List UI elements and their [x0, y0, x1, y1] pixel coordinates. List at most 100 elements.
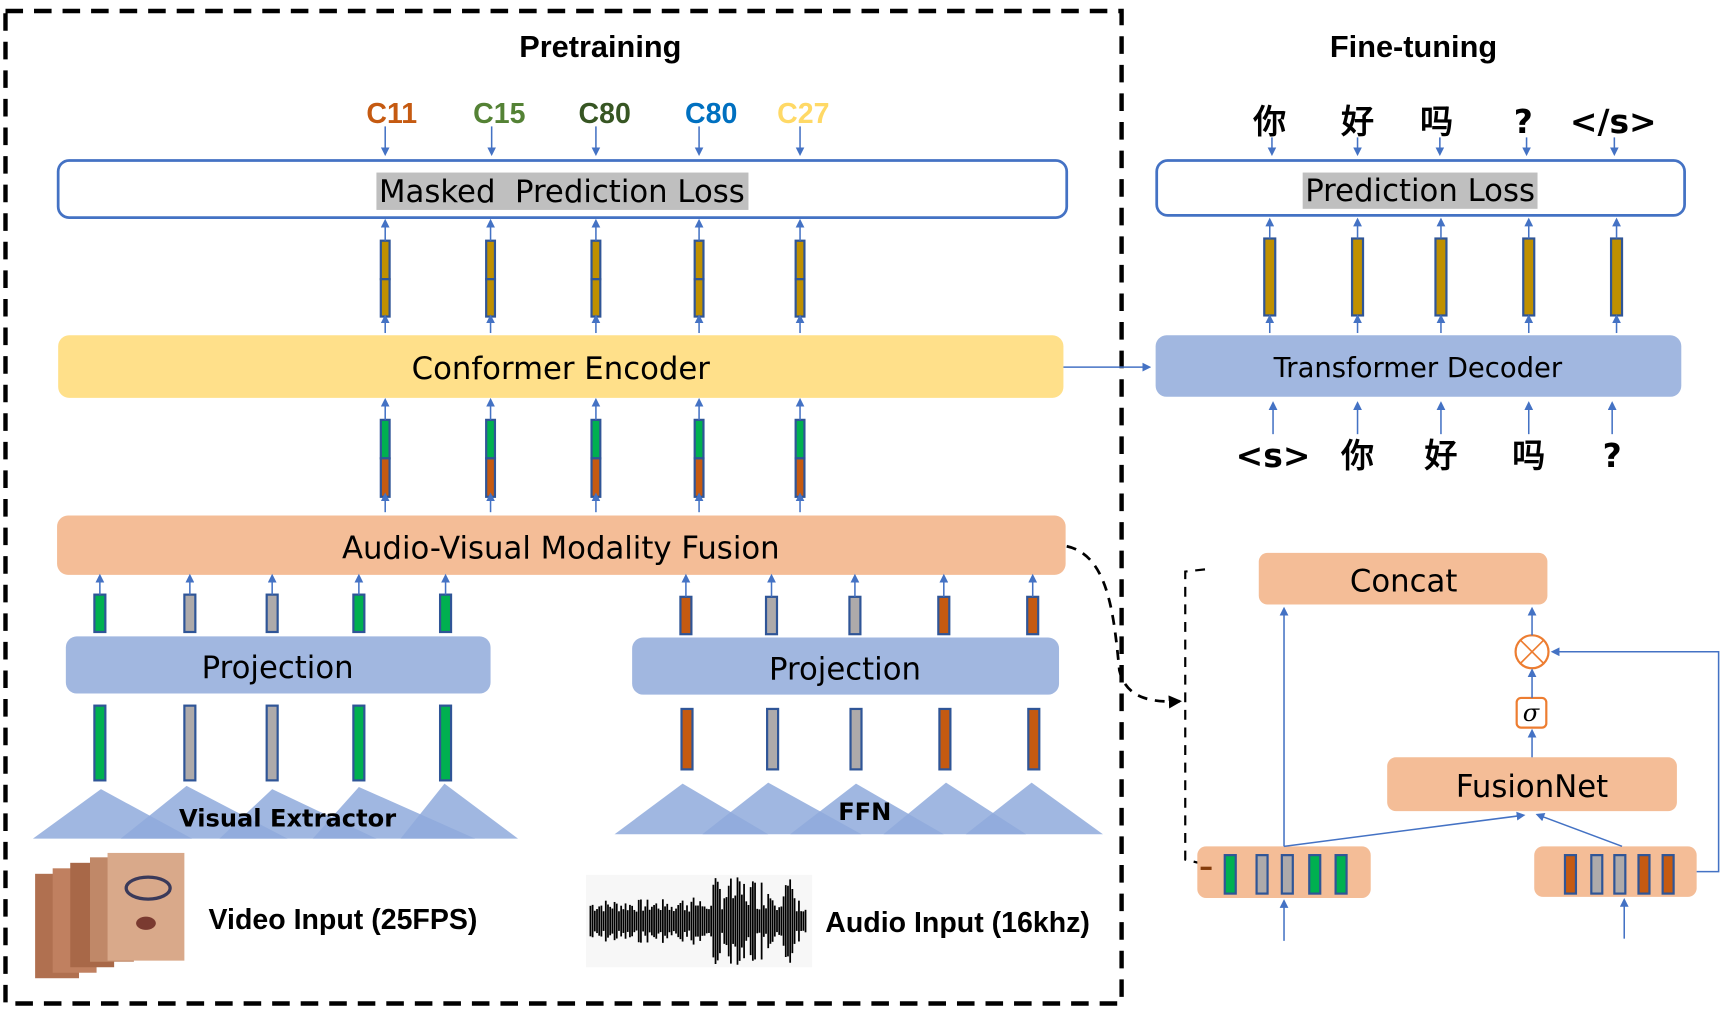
fused-visual-feature — [379, 418, 391, 460]
fused-visual-feature — [693, 418, 705, 460]
extracted-visual-feature — [183, 704, 197, 782]
decoder-output-features — [1263, 217, 1624, 334]
fused-visual-feature — [485, 418, 497, 460]
fusion-detail-bracket — [1184, 568, 1206, 864]
group-audio-feature — [1563, 854, 1578, 895]
extracted-visual-feature — [265, 704, 279, 782]
extracted-visual-feature — [438, 704, 453, 782]
audio-waveform-image — [589, 877, 807, 965]
projected-audio-feature — [764, 595, 779, 636]
decoder-output-feature — [1609, 237, 1624, 317]
pretraining-frame — [3, 8, 1124, 1006]
pretraining-title: Pretraining — [519, 29, 681, 64]
projected-visual-feature — [183, 593, 197, 634]
transformer-decoder-label: Transformer Decoder — [1273, 353, 1563, 384]
encoder-output-feature — [485, 239, 497, 281]
transformer-decoder-box — [1155, 335, 1682, 397]
group-visual-feature — [1334, 854, 1348, 895]
target-code: C15 — [473, 98, 525, 130]
extracted-features — [93, 704, 1041, 782]
prediction-loss-label: Prediction Loss — [1305, 173, 1535, 209]
audio-projection-label: Projection — [769, 651, 921, 687]
encoder-output-feature — [693, 239, 705, 281]
encoder-output-features — [379, 218, 806, 334]
decoder-output-feature — [1434, 237, 1448, 317]
projected-visual-feature — [438, 593, 453, 634]
visual-extractor-label: Visual Extractor — [179, 805, 396, 833]
fused-audio-feature — [794, 457, 806, 498]
fused-visual-feature — [590, 418, 602, 460]
output-token: 好 — [1340, 102, 1374, 141]
extracted-audio-feature — [1027, 707, 1041, 771]
masked-prediction-loss-highlight — [376, 172, 749, 210]
decoder-output-feature — [1263, 237, 1277, 317]
concat-box — [1258, 552, 1548, 605]
encoder-output-feature — [590, 278, 602, 318]
fused-features — [379, 397, 806, 513]
target-code: C11 — [366, 98, 417, 130]
av-fusion-label: Audio-Visual Modality Fusion — [342, 530, 780, 566]
encoder-output-feature — [794, 278, 806, 318]
encoder-output-feature — [794, 239, 806, 281]
extracted-visual-feature — [93, 704, 107, 782]
projected-visual-feature — [265, 593, 279, 634]
ffn-label: FFN — [838, 798, 891, 826]
projected-audio-feature — [937, 595, 951, 636]
encoder-output-feature — [590, 239, 602, 281]
fused-audio-feature — [485, 457, 497, 498]
token-arrows — [1267, 137, 1619, 157]
extracted-visual-feature — [352, 704, 366, 782]
av-fusion-box — [57, 515, 1066, 575]
extracted-audio-feature — [766, 707, 780, 771]
visual-extractor — [32, 783, 518, 839]
fused-audio-feature — [590, 457, 602, 498]
fusionnet-box — [1387, 757, 1677, 812]
target-code: C27 — [777, 98, 829, 130]
extracted-audio-feature — [938, 707, 952, 771]
masked-prediction-loss-label: Masked Prediction Loss — [379, 174, 745, 210]
extracted-audio-feature — [680, 707, 694, 771]
fused-audio-feature — [693, 457, 705, 498]
conformer-encoder-label: Conformer Encoder — [412, 351, 711, 387]
projected-audio-feature — [1026, 595, 1040, 636]
audio-projection-box — [632, 637, 1060, 695]
output-token: 你 — [1252, 102, 1286, 141]
fusion-detail-connector — [1066, 544, 1182, 709]
group-visual-feature — [1308, 854, 1322, 895]
input-token: ? — [1603, 436, 1622, 475]
fused-audio-feature — [379, 457, 391, 498]
fusion-detail-arrows — [1279, 606, 1720, 941]
sigma-symbol: σ — [1523, 699, 1541, 727]
group-audio-feature — [1590, 854, 1604, 895]
visual-group-features — [1223, 854, 1348, 895]
projected-visual-feature — [352, 593, 366, 634]
extracted-audio-feature — [849, 707, 863, 771]
group-visual-feature — [1280, 854, 1294, 895]
audio-waveform-background — [586, 874, 813, 968]
group-visual-feature — [1255, 854, 1269, 895]
output-tokens: 你 好 吗 ? </s> — [1252, 102, 1656, 141]
input-tokens: <s> 你 好 吗 ? — [1236, 436, 1622, 475]
target-codes: C11 C15 C80 C80 C27 — [366, 98, 829, 130]
visual-projection-box — [65, 636, 491, 694]
fused-visual-feature — [794, 418, 806, 460]
decoder-output-feature — [1522, 237, 1536, 317]
video-input-label: Video Input (25FPS) — [209, 904, 478, 936]
input-token: 好 — [1423, 436, 1457, 475]
video-frames-image — [35, 852, 185, 979]
multiply-gate-icon — [1514, 634, 1550, 670]
input-token: 吗 — [1512, 436, 1545, 475]
output-token: ? — [1514, 102, 1533, 141]
conformer-encoder-box — [58, 335, 1064, 398]
code-arrows — [380, 126, 805, 157]
visual-projection-label: Projection — [202, 650, 354, 686]
group-audio-feature — [1613, 854, 1627, 895]
projected-audio-feature — [679, 595, 693, 636]
target-code: C80 — [579, 98, 631, 130]
encoder-output-feature — [379, 239, 391, 281]
projected-visual-feature — [93, 593, 107, 634]
projected-audio-feature — [848, 595, 862, 636]
input-token: 你 — [1340, 436, 1374, 475]
concat-label: Concat — [1350, 563, 1458, 599]
group-audio-feature — [1637, 854, 1651, 895]
